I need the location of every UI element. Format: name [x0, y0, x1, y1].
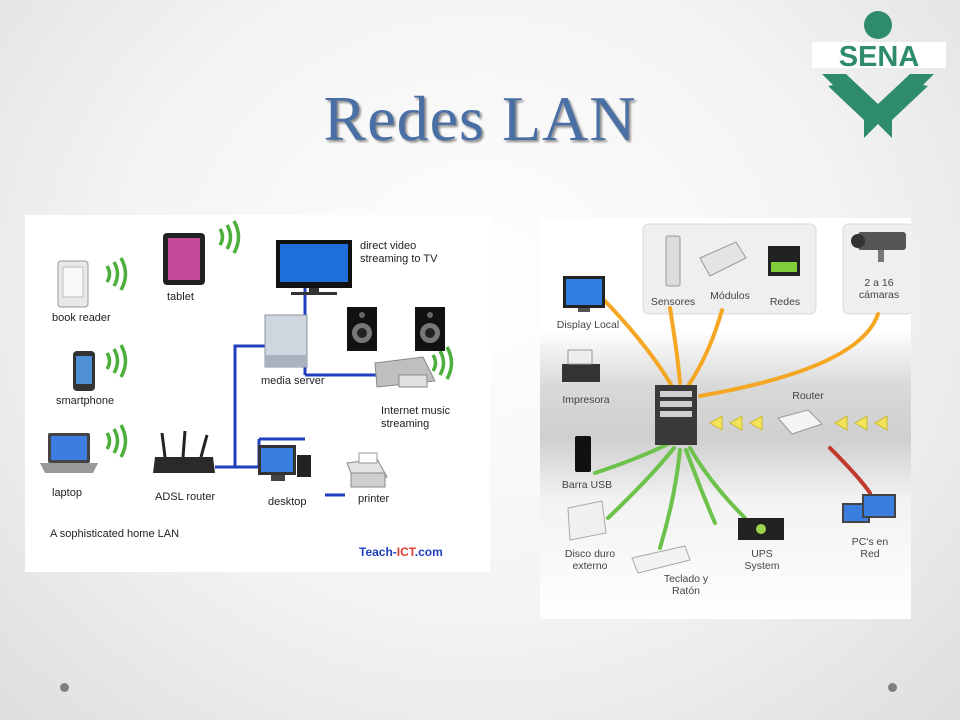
media-server-label: media server [261, 375, 325, 387]
display-icon [563, 276, 605, 312]
video-streaming-label: direct video streaming to TV [360, 240, 438, 265]
router-icon [153, 430, 215, 473]
printer-icon [346, 452, 388, 488]
book-reader-label: book reader [52, 312, 111, 324]
laptop-icon [40, 433, 98, 473]
router-label: Router [792, 390, 824, 402]
sensor-icon [665, 235, 681, 287]
sena-logo: SENA [808, 8, 948, 143]
impresora-label: Impresora [562, 394, 610, 406]
external-disk-icon [567, 500, 607, 541]
pcs-network-icon [842, 494, 896, 523]
music-streamer-icon [374, 356, 436, 388]
display-local-label: Display Local [556, 319, 620, 331]
smartphone-label: smartphone [56, 395, 115, 407]
logo-text: SENA [839, 41, 920, 73]
pc-tower-icon [655, 385, 697, 445]
adsl-router-label: ADSL router [155, 491, 216, 503]
home-lan-diagram: tablet book reader smartphone laptop ADS… [25, 215, 490, 572]
module-icon [699, 241, 747, 277]
ups-label: UPS System [744, 548, 780, 572]
speaker-icon [415, 307, 445, 351]
slide-dot [60, 683, 69, 692]
pcs-en-red-label: PC's en Red [851, 536, 889, 560]
desktop-icon [258, 445, 311, 481]
network-card-icon [768, 246, 800, 276]
redes-label: Redes [769, 296, 801, 308]
printer-icon [562, 349, 600, 382]
laptop-label: laptop [52, 487, 82, 499]
teclado-label: Teclado y Ratón [663, 573, 709, 597]
usb-drive-icon [575, 436, 591, 472]
camera-icon [851, 232, 906, 262]
barra-usb-label: Barra USB [561, 479, 613, 491]
tablet-icon [163, 233, 205, 285]
router-icon [777, 409, 823, 435]
tv-icon [276, 240, 352, 295]
sensores-label: Sensores [650, 296, 696, 308]
server-icon [264, 314, 308, 368]
smartphone-icon [73, 351, 95, 391]
printer-label: printer [358, 493, 390, 505]
diagram-caption: A sophisticated home LAN [50, 528, 180, 540]
wifi-icon [105, 220, 454, 458]
keyboard-icon [631, 545, 691, 574]
modulos-label: Módulos [710, 290, 750, 302]
slide-title: Redes LAN [323, 83, 637, 154]
teach-ict-watermark: Teach-ICT.com [359, 545, 443, 559]
disco-duro-label: Disco duro externo [564, 548, 616, 572]
music-streaming-label: Internet music streaming [381, 405, 451, 430]
monitoring-lan-diagram: Sensores Módulos Redes 2 a 16 cámaras Di… [540, 218, 911, 619]
tablet-label: tablet [167, 291, 194, 303]
book-reader-icon [57, 260, 89, 308]
ups-icon [738, 518, 784, 540]
speaker-icon [347, 307, 377, 351]
desktop-label: desktop [268, 496, 307, 508]
slide-dot [888, 683, 897, 692]
camaras-label: 2 a 16 cámaras [858, 277, 900, 301]
